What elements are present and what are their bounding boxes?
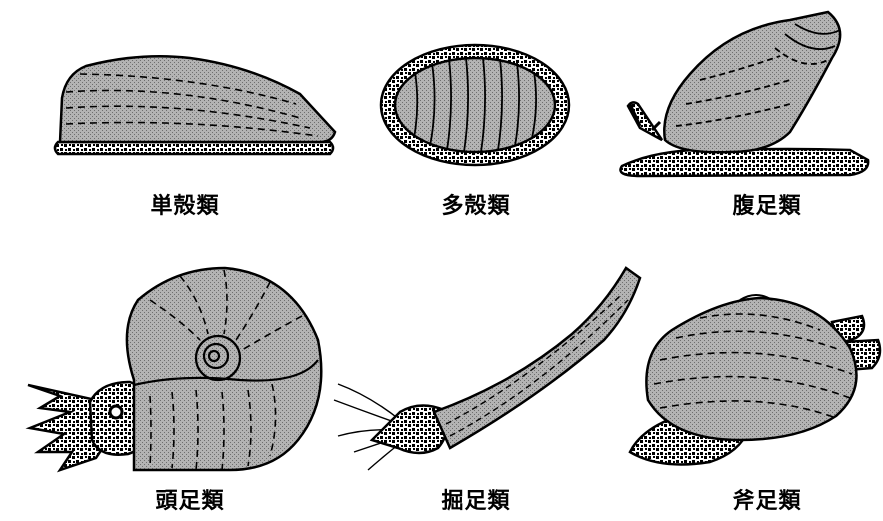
label-bivalvia: 斧足類 bbox=[732, 489, 801, 514]
label-monoplacophora: 単殻類 bbox=[150, 193, 219, 219]
label-polyplacophora: 多殻類 bbox=[441, 193, 510, 219]
polyplacophora-illustration bbox=[381, 45, 569, 165]
polyplacophora-shell bbox=[395, 58, 555, 152]
label-scaphopoda: 掘足類 bbox=[441, 489, 510, 514]
label-cephalopoda: 頭足類 bbox=[155, 489, 224, 514]
cephalopoda-eye bbox=[110, 406, 122, 418]
gastropoda-illustration bbox=[620, 12, 868, 176]
scaphopoda-illustration bbox=[334, 268, 640, 470]
monoplacophora-shell bbox=[60, 56, 335, 142]
monoplacophora-foot bbox=[55, 142, 333, 154]
cephalopoda-illustration bbox=[28, 268, 321, 470]
cephalopoda-shell bbox=[127, 268, 321, 470]
label-gastropoda: 腹足類 bbox=[732, 193, 801, 219]
bivalvia-illustration bbox=[630, 295, 880, 464]
bivalvia-shell bbox=[646, 298, 856, 440]
monoplacophora-illustration bbox=[55, 56, 335, 154]
scaphopoda-shell bbox=[434, 268, 640, 448]
